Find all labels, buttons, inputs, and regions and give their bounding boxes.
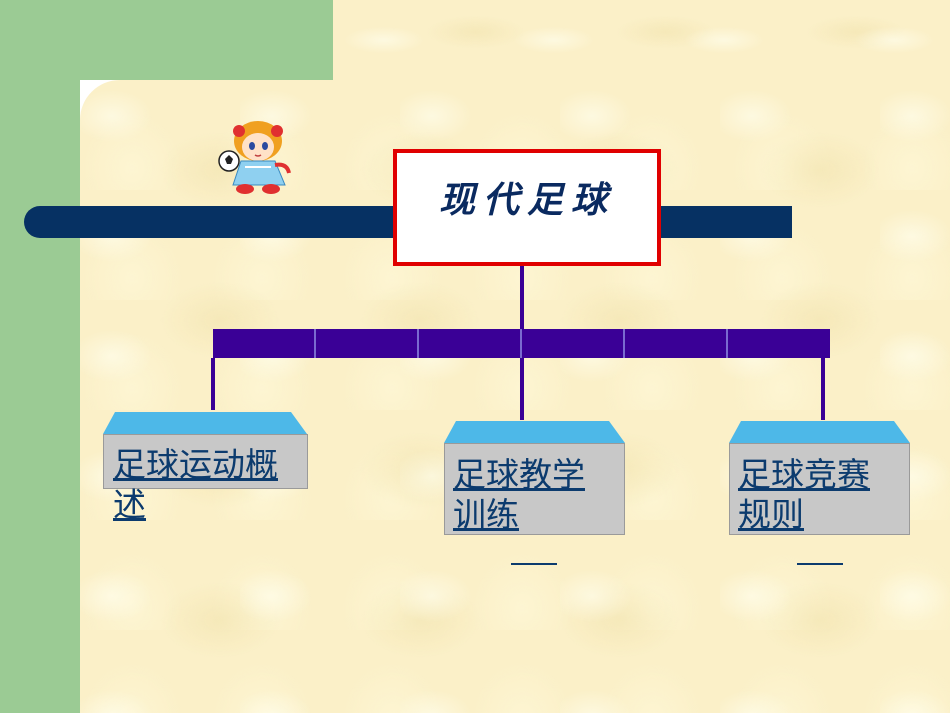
connector-divider	[314, 329, 316, 358]
underline-dash	[797, 563, 843, 565]
node-connector-middle	[520, 358, 524, 420]
title-box: 现代足球	[393, 149, 661, 266]
connector-divider	[623, 329, 625, 358]
node-box-teaching	[444, 443, 625, 535]
node-link-rules[interactable]: 足球竞赛规则	[738, 455, 870, 534]
node-cap	[729, 421, 910, 443]
node-box-overview	[103, 434, 308, 489]
diagram-title: 现代足球	[438, 179, 615, 221]
connector-divider	[520, 329, 522, 358]
underline-dash	[511, 563, 557, 565]
cartoon-girl-with-soccer-ball-icon	[218, 121, 291, 194]
node-link-overview[interactable]: 足球运动概述	[113, 445, 278, 524]
parchment-background-top	[333, 0, 950, 80]
connector-divider	[726, 329, 728, 358]
node-connector-left	[211, 358, 215, 410]
connector-divider	[417, 329, 419, 358]
node-connector-right	[821, 358, 825, 420]
node-box-rules	[729, 443, 910, 535]
green-side-band	[0, 0, 80, 713]
green-top-band	[0, 0, 333, 80]
title-connector	[520, 266, 524, 329]
node-cap	[103, 412, 307, 434]
node-cap	[444, 421, 625, 443]
node-link-teaching[interactable]: 足球教学训练	[453, 455, 585, 534]
